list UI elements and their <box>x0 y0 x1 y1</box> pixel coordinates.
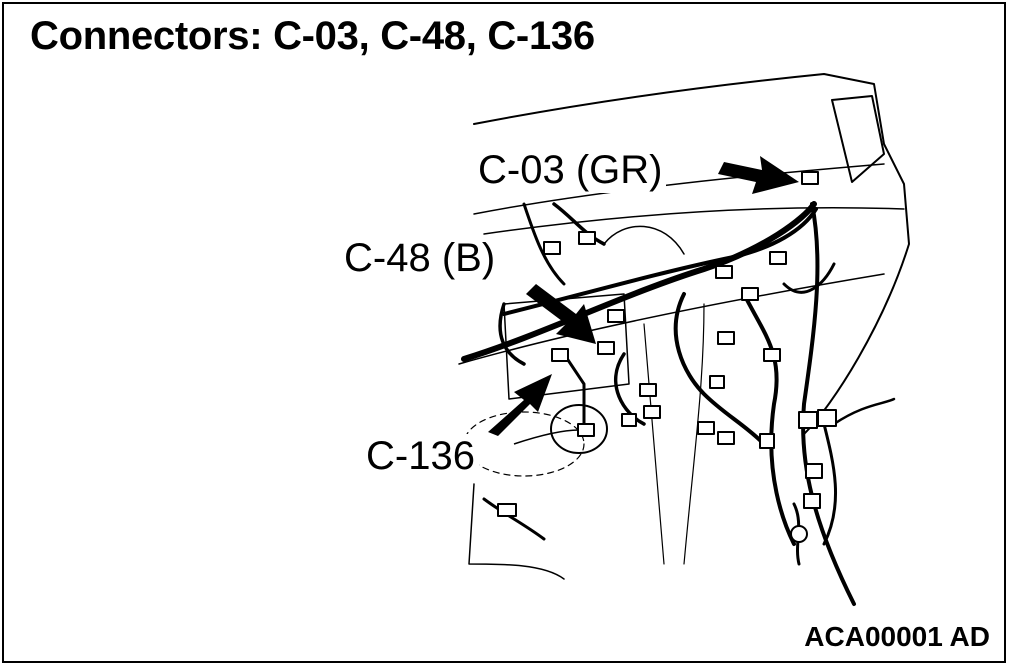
harness-branch-3 <box>673 292 766 446</box>
diagram-title: Connectors: C-03, C-48, C-136 <box>30 14 595 58</box>
harness-branch-7 <box>498 302 526 366</box>
lower-left-panel <box>468 483 565 580</box>
arrow-c03 <box>718 156 799 194</box>
harness-branch-5 <box>552 202 606 246</box>
steering-column-ring <box>550 404 608 454</box>
callout-label-c136: C-136 <box>362 434 479 479</box>
connector <box>709 375 725 389</box>
connector <box>805 463 823 479</box>
connector <box>643 405 661 419</box>
arrow-c48 <box>526 284 596 344</box>
connector <box>697 421 715 435</box>
connector <box>803 493 821 509</box>
connector <box>577 423 595 437</box>
connector <box>798 411 818 429</box>
panel-curve <box>603 225 685 255</box>
connector <box>759 433 775 449</box>
arrow-c136 <box>488 374 552 436</box>
connector <box>578 231 596 245</box>
connector <box>717 331 735 345</box>
connector <box>543 241 561 255</box>
connector <box>817 409 837 427</box>
connector-c136 <box>551 348 569 362</box>
steering-column-ring-outer <box>463 411 585 477</box>
main-harness-2 <box>502 207 818 316</box>
dashboard-upper-edge <box>473 163 885 215</box>
callout-label-c03: C-03 (GR) <box>474 148 667 193</box>
figure-id: ACA00001 AD <box>804 621 990 652</box>
ring-terminal <box>790 525 808 543</box>
dashboard-inner-edge <box>483 206 905 235</box>
vent-window <box>831 95 885 183</box>
connector <box>769 251 787 265</box>
connector <box>741 287 759 301</box>
harness-branch-1 <box>801 202 856 606</box>
harness-branch-10 <box>822 422 838 546</box>
harness-branch-8 <box>562 352 586 426</box>
panel-curve-2 <box>643 323 665 565</box>
connector <box>497 503 517 517</box>
connector <box>715 265 733 279</box>
harness-branch-9 <box>782 262 836 294</box>
dashboard-lower-panel <box>458 273 885 365</box>
connector <box>621 413 637 427</box>
connector <box>717 431 735 445</box>
harness-branch-2 <box>742 292 796 546</box>
leader-c136 <box>513 429 580 445</box>
panel-bracket <box>503 293 630 400</box>
harness-branch-12 <box>482 497 546 541</box>
harness-branch-4 <box>613 352 646 426</box>
callout-label-c48: C-48 (B) <box>340 236 500 281</box>
connector-c03 <box>801 171 819 185</box>
connector <box>607 309 625 323</box>
dashboard-outline <box>473 73 910 435</box>
connector-c48 <box>597 341 615 355</box>
wiring-illustration <box>458 73 910 606</box>
connector <box>639 383 657 397</box>
harness-branch-11 <box>832 397 896 426</box>
harness-branch-6 <box>522 202 566 286</box>
main-harness-1 <box>461 201 817 362</box>
connector <box>763 348 781 362</box>
